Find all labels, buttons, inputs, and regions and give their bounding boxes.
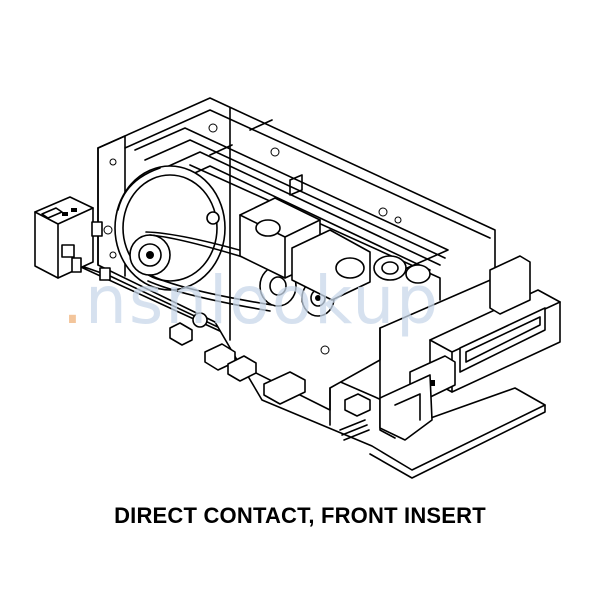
motor-housing [239, 197, 431, 301]
guide-rails [134, 119, 449, 301]
watermark: .nsnlookup [62, 262, 441, 339]
frame-tabs [71, 221, 111, 281]
large-pulley [114, 165, 226, 328]
front-bracket [379, 374, 433, 441]
figure-caption: DIRECT CONTACT, FRONT INSERT [114, 503, 486, 528]
watermark-text: nsnlookup [84, 262, 441, 339]
pcb-components [169, 322, 371, 441]
